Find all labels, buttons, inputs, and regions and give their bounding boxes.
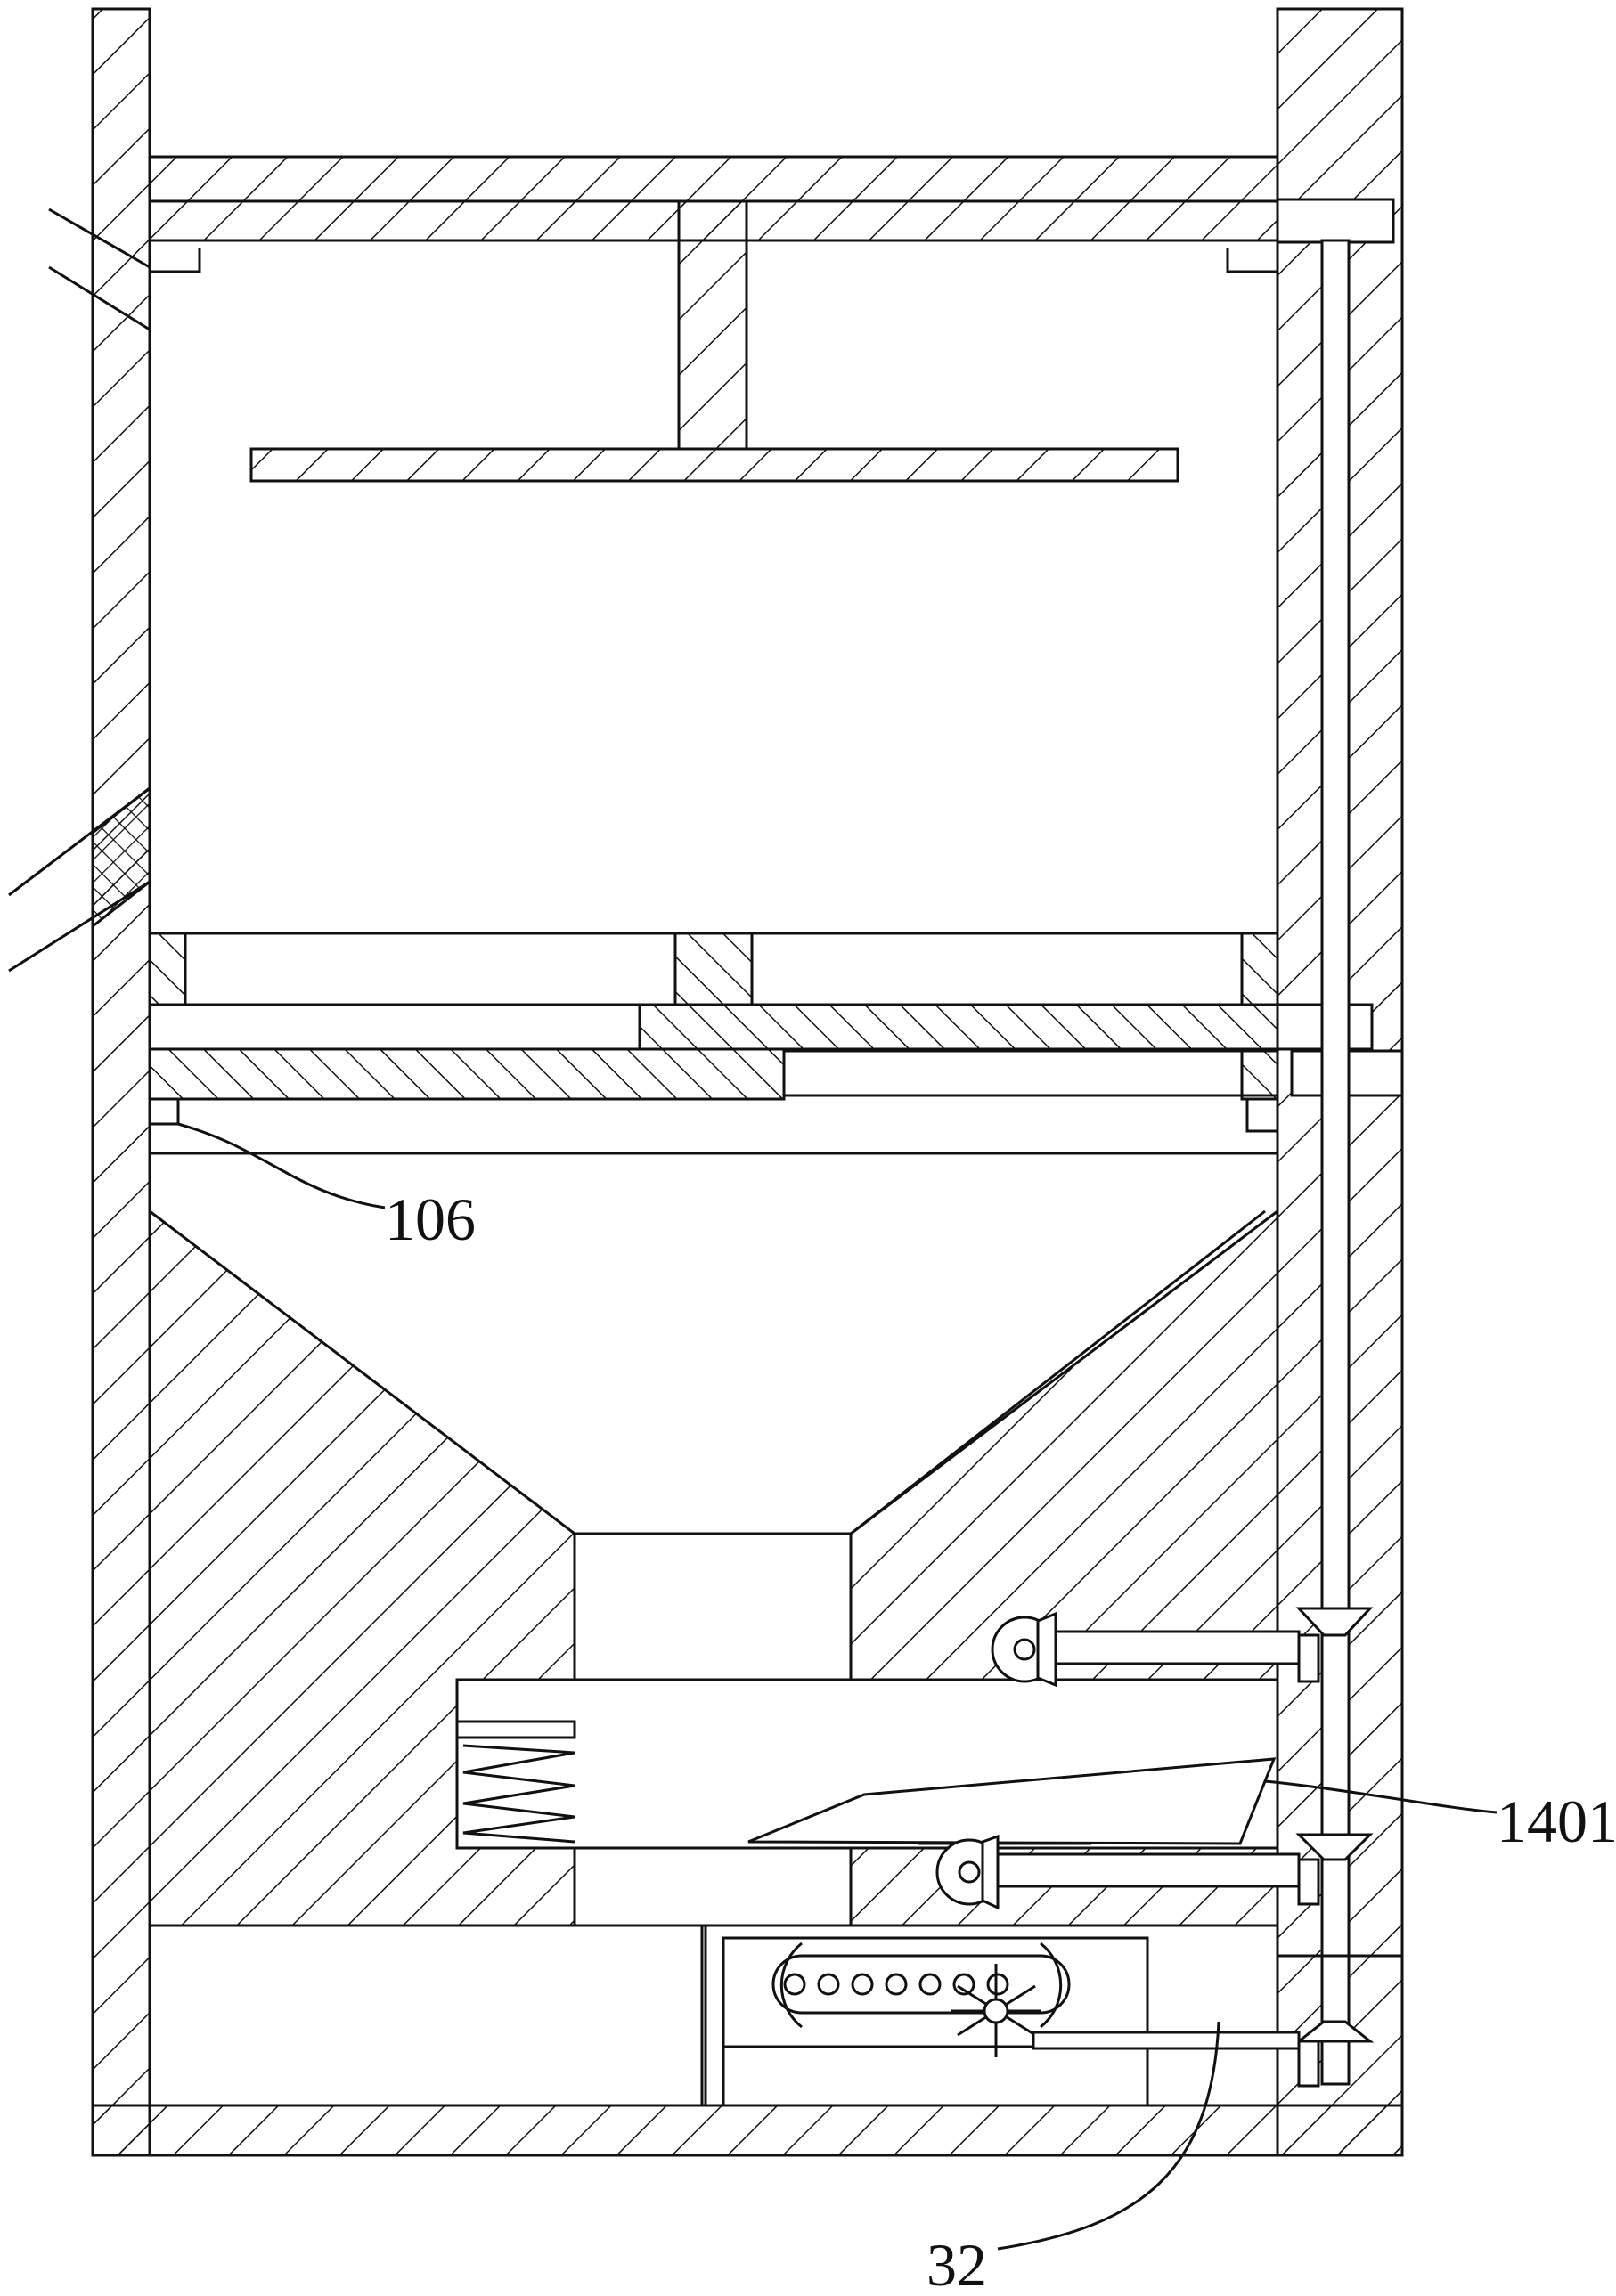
slide-plate-lower-plain [782, 1049, 1279, 1097]
outlet-pipe-line-b [8, 880, 151, 973]
hopper-throat [573, 1532, 853, 1681]
leader-line-106 [177, 1122, 386, 1209]
sieve-frame-left [148, 932, 187, 1006]
left-wall [91, 7, 151, 2157]
crushing-box-base [573, 1846, 853, 1927]
upper-roller-axle [1054, 1630, 1301, 1665]
slide-plate-upper [638, 1003, 1279, 1051]
track-hole [986, 1973, 1009, 1996]
chamber-lip-left [150, 248, 201, 273]
outlet-pipe-line-a [8, 786, 151, 897]
part-label-1401: 1401 [1497, 1787, 1616, 1855]
lower-roller-hub [958, 1860, 981, 1884]
part-label-32: 32 [926, 2231, 987, 2296]
bevel-gear-lower [1294, 2020, 1375, 2043]
slide-plate-plain [148, 1003, 641, 1051]
track-hole [851, 1973, 874, 1996]
upper-roller-bevel [1036, 1611, 1057, 1688]
leader-line-32 [997, 2021, 1220, 2251]
bevel-gear-upper-hub [1297, 1633, 1320, 1683]
central-shaft [677, 199, 748, 451]
bevel-gear-upper [1295, 1607, 1374, 1637]
track-hole [885, 1973, 908, 1996]
inlet-pipe-line-b [48, 265, 151, 331]
track-hole [783, 1973, 806, 1996]
stirring-bar [249, 447, 1179, 483]
slide-plate-end-block [1240, 1047, 1279, 1101]
track-hole [952, 1973, 975, 1996]
bottom-left-compartment [148, 1924, 704, 2107]
upper-roller-hub [1013, 1638, 1036, 1661]
dispensing-track-outer-left [779, 1942, 803, 2029]
bevel-gear-middle [1295, 1833, 1374, 1861]
leader-line-1401 [1264, 1779, 1498, 1814]
transmission-shaft [1320, 239, 1351, 2086]
spring-cap [455, 1720, 576, 1739]
hopper-lip-right [1245, 1099, 1277, 1133]
dispensing-track-outer-right [1040, 1942, 1063, 2029]
sieve-frame-center [673, 932, 754, 1006]
lower-roller-axle [996, 1852, 1301, 1888]
bottom-cabinet-inner [722, 1936, 1149, 2107]
impeller-axle [1032, 2031, 1301, 2050]
bevel-gear-middle-hub [1297, 1858, 1320, 1906]
track-hole [817, 1973, 840, 1996]
inlet-pipe-line-a [48, 208, 151, 269]
dispensing-track [771, 1954, 1071, 2015]
impeller [951, 1964, 1041, 2057]
slide-plate-lower [148, 1047, 786, 1101]
top-plate-upper [148, 155, 1279, 203]
bevel-gear-lower-hub [1297, 2040, 1320, 2088]
part-label-106: 106 [385, 1185, 476, 1253]
top-plate-extension [1276, 198, 1395, 244]
bottom-wall [91, 2104, 1404, 2157]
hopper-lip-left [150, 1099, 180, 1126]
hopper-body-right [849, 1208, 1279, 1681]
compression-spring [462, 1744, 575, 1844]
sieve-frame-right [1240, 932, 1279, 1006]
track-hole [918, 1973, 942, 1996]
chamber-lip-right [1226, 248, 1277, 273]
lower-roller-bevel [981, 1834, 1000, 1910]
hopper-guide-line [850, 1209, 1266, 1535]
